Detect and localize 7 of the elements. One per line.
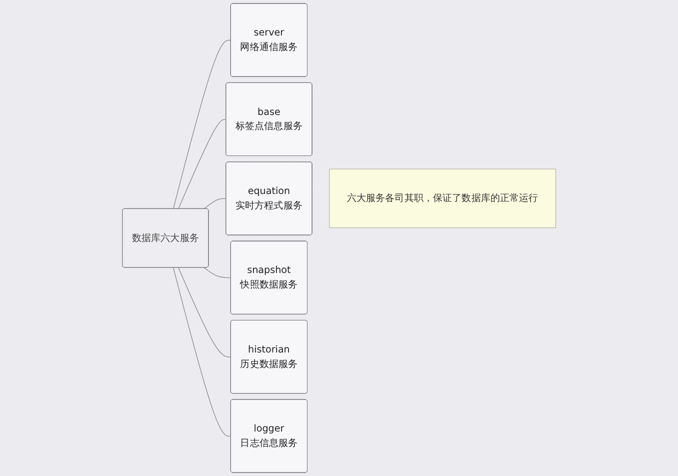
- connector: [172, 267, 232, 437]
- connector: [178, 267, 232, 358]
- connector: [172, 40, 232, 210]
- connector: [204, 267, 232, 278]
- connector: [178, 119, 226, 210]
- node-box: 六大服务各司其职，保证了数据库的正常运行: [329, 168, 556, 228]
- connector: [204, 198, 226, 210]
